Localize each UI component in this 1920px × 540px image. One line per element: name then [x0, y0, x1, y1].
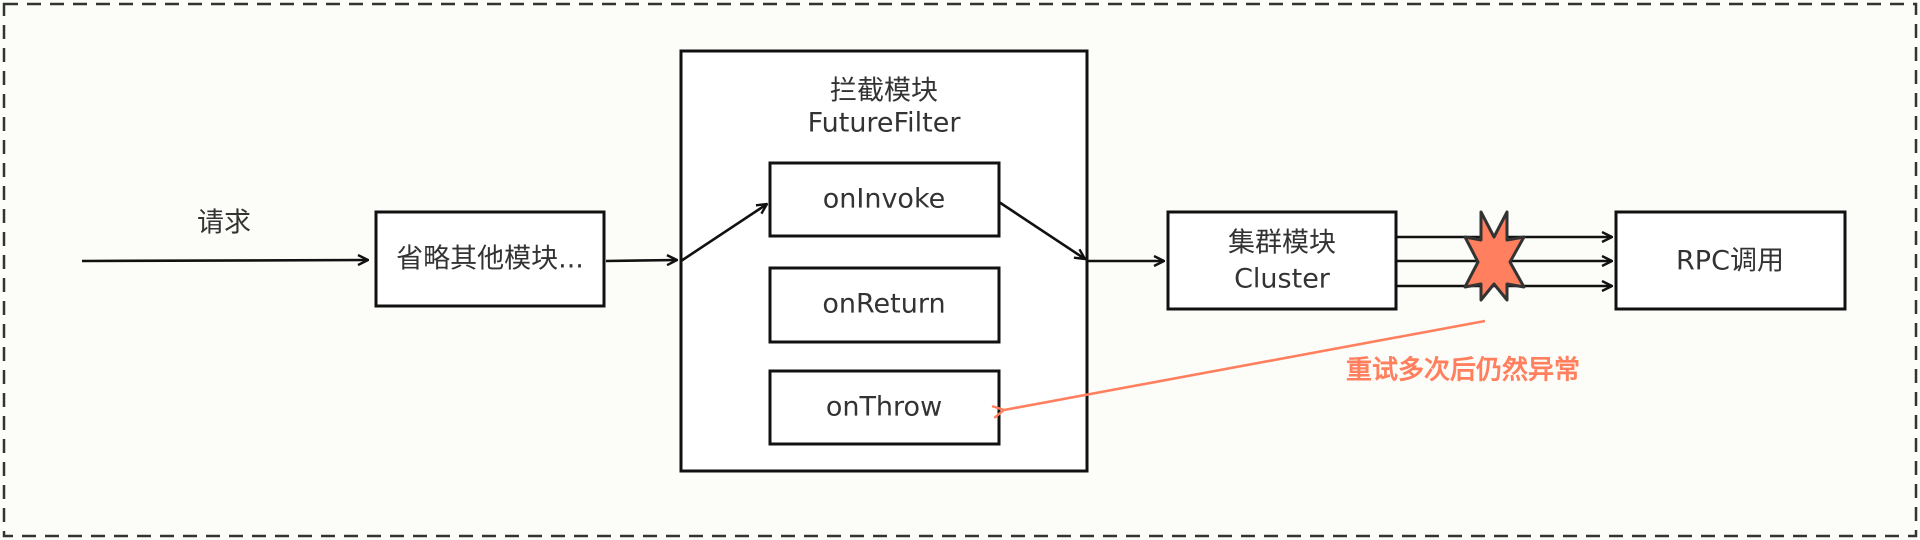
hook-onreturn-label: onReturn — [822, 289, 945, 320]
cluster-module-title: 集群模块 — [1228, 228, 1336, 259]
error-note: 重试多次后仍然异常 — [1346, 355, 1580, 386]
filter-module-title: 拦截模块 — [830, 76, 938, 107]
hook-onreturn: onReturn — [768, 266, 1001, 344]
hook-onthrow: onThrow — [768, 369, 1001, 446]
cluster-module-subtitle: Cluster — [1234, 264, 1331, 295]
other-modules-label: 省略其他模块... — [396, 244, 584, 275]
request-label: 请求 — [197, 208, 251, 239]
rpc-call-label: RPC调用 — [1676, 246, 1784, 277]
arrow-to-oninvoke — [680, 204, 767, 263]
other-modules-box: 省略其他模块... — [374, 210, 606, 308]
rpc-call-box: RPC调用 — [1614, 210, 1847, 311]
explosion-icon — [1463, 210, 1526, 302]
arrow-from-oninvoke — [998, 200, 1085, 259]
error-arrow — [1004, 319, 1486, 410]
hook-onthrow-label: onThrow — [826, 392, 942, 423]
hook-oninvoke-label: onInvoke — [823, 184, 946, 215]
filter-module-subtitle: FutureFilter — [808, 108, 962, 139]
hook-oninvoke: onInvoke — [768, 161, 1001, 238]
arrow-to-filter — [605, 260, 677, 261]
cluster-module-box: 集群模块 Cluster — [1166, 210, 1398, 311]
request-arrow — [81, 260, 368, 261]
